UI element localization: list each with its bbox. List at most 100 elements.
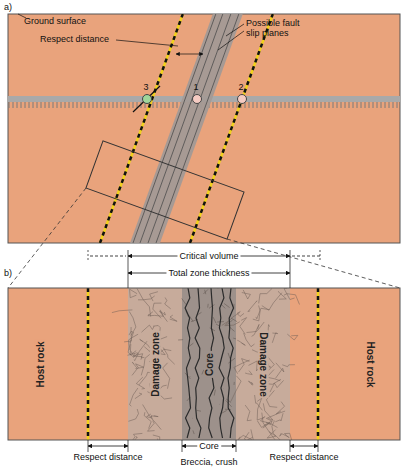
fracture [124,327,131,342]
dimension-line [176,54,203,55]
fracture [242,290,251,299]
fracture [135,393,142,399]
fracture [189,376,191,378]
point-marker [237,94,247,104]
fracture [237,340,245,345]
fracture [165,298,171,309]
fracture [148,310,164,317]
fracture [276,402,285,415]
fracture [132,362,137,375]
zone-band: Damage zone [128,288,182,440]
fracture [128,409,138,421]
zoom-line [8,188,86,288]
fracture [135,354,145,358]
zone-label: Damage zone [258,330,269,398]
fracture [245,371,252,375]
fracture [130,388,138,406]
fracture [224,304,230,308]
leader-line [218,31,244,50]
zone-label: Damage zone [150,330,161,398]
zone-band: Host rock [8,288,128,440]
fracture [163,363,170,389]
fracture [233,338,236,340]
fracture [262,293,282,311]
fracture [213,317,216,323]
fracture [219,404,220,405]
fracture [282,365,295,367]
fracture [130,289,138,298]
fracture [257,421,270,428]
fracture [127,353,138,357]
fracture [262,413,275,440]
fracture [128,433,143,440]
fracture [153,435,165,440]
fracture [275,413,283,422]
damage-zone-fill [236,288,290,440]
leader-line [226,24,244,36]
fracture [287,334,298,340]
fracture [185,288,190,438]
dimension-line [88,446,128,447]
observation-point: 3 [139,83,153,104]
label: Possible fault slip planes [246,18,310,39]
dimension-line [292,256,320,257]
fracture [151,416,158,420]
fracture [270,380,284,392]
fracture [234,382,235,385]
fault-zone [130,14,243,243]
zone-label: Host rock [35,339,46,389]
fracture [259,288,272,303]
fracture [137,289,151,317]
label: a) [4,2,12,12]
fracture [256,308,270,319]
fracture [207,304,209,308]
label: Critical volume [177,251,240,261]
damage-zone-fill [128,288,182,440]
fracture [138,296,155,300]
zone-band: Host rock [290,288,400,440]
dimension-line [290,446,318,447]
callout-number: 3 [139,83,153,92]
fracture [228,288,234,438]
fracture [244,333,255,347]
label: Breccia, crush [180,457,237,467]
fracture [284,294,300,305]
zone-label: Host rock [365,339,376,389]
point-marker [142,94,152,104]
zoom-line [227,239,400,288]
fracture [214,390,215,396]
fracture [225,321,240,325]
fracture [240,318,247,335]
callout-number: 1 [189,83,203,92]
fracture [231,318,237,322]
leader-line [116,40,178,46]
fracture [193,430,194,434]
zone-label: Core [203,351,214,378]
fracture [234,360,250,374]
fracture [231,376,241,402]
fracture [112,310,132,313]
zone-band: Core [182,288,236,440]
label: Ground surface [24,16,86,26]
fracture [272,333,277,343]
fracture [178,339,183,340]
panel-border [8,288,400,440]
fracture-texture [112,288,300,440]
label: Respect distance [40,34,109,44]
respect-distance-lines [100,14,273,243]
label: b) [4,268,12,278]
fracture [266,411,280,421]
host-rock-ground [8,288,400,440]
fracture [192,418,193,419]
fracture [203,289,208,294]
fracture [182,298,186,304]
fracture [238,435,252,439]
label: Respect distance [269,452,338,462]
fracture [144,412,151,428]
fracture [189,343,193,346]
respect-distance-lines [88,288,318,440]
zoom-box [86,141,244,239]
fracture [221,305,225,309]
fracture [261,416,278,427]
